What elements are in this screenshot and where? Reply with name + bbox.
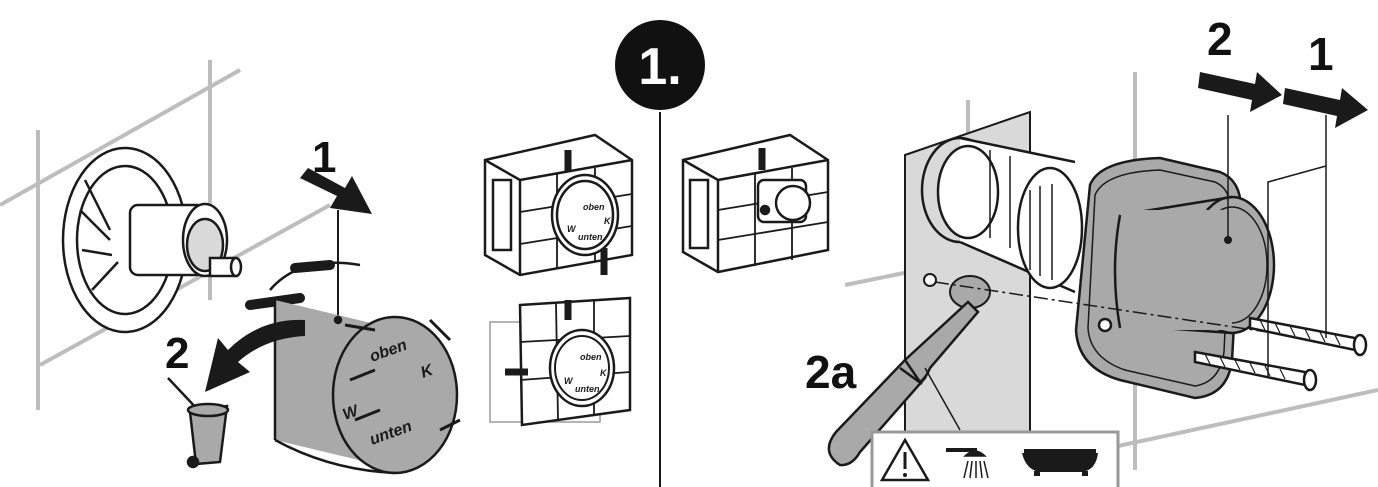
leader-lines <box>1227 115 1327 378</box>
dial-label-bottom-2: unten <box>575 384 600 394</box>
dispose-arrow-icon <box>205 319 305 392</box>
trash-can-icon <box>167 377 230 469</box>
screws-arrow-icon <box>1283 88 1368 128</box>
knife-icon <box>827 300 980 467</box>
callout-cut-number: 2a <box>805 346 857 398</box>
mounting-box-with-dial <box>483 133 634 277</box>
step-number: 1. <box>638 38 681 96</box>
right-panel: 2 1 2a <box>805 13 1378 487</box>
dial-label-warm: W <box>567 224 577 234</box>
center-axis <box>934 281 1321 341</box>
dial-label-cold: K <box>604 216 612 226</box>
middle-panel: oben unten W K oben unten W K <box>483 133 830 427</box>
dial-label-warm-2: W <box>564 376 574 386</box>
cover-arrow-icon <box>1198 72 1282 112</box>
screws <box>1193 316 1368 392</box>
pull-arrow-icon <box>300 168 372 214</box>
protective-cap <box>245 260 461 475</box>
valve-body-extended <box>920 136 1084 294</box>
callout-screws-number: 1 <box>1308 28 1334 80</box>
warning-leader-line <box>924 367 961 431</box>
valve-body-mounted <box>61 146 243 334</box>
dial-label-cold-2: K <box>600 368 608 378</box>
left-panel: 1 oben unten W K 2 <box>0 60 461 475</box>
dial-label-top-2: oben <box>580 352 602 362</box>
shower-icon <box>946 448 989 479</box>
warning-triangle-icon <box>879 437 931 482</box>
mounting-box-with-fitting <box>681 133 830 274</box>
dial-label-top: oben <box>583 202 605 212</box>
cover-plate <box>1074 156 1276 400</box>
tiled-wall-with-dial <box>489 296 632 427</box>
warning-box <box>870 430 1120 487</box>
callout-cover-number: 2 <box>1207 13 1233 65</box>
step-badge: 1. <box>615 20 705 110</box>
bathtub-icon <box>1022 449 1098 476</box>
dial-label-bottom: unten <box>578 232 603 242</box>
callout-dispose-number: 2 <box>165 329 189 378</box>
